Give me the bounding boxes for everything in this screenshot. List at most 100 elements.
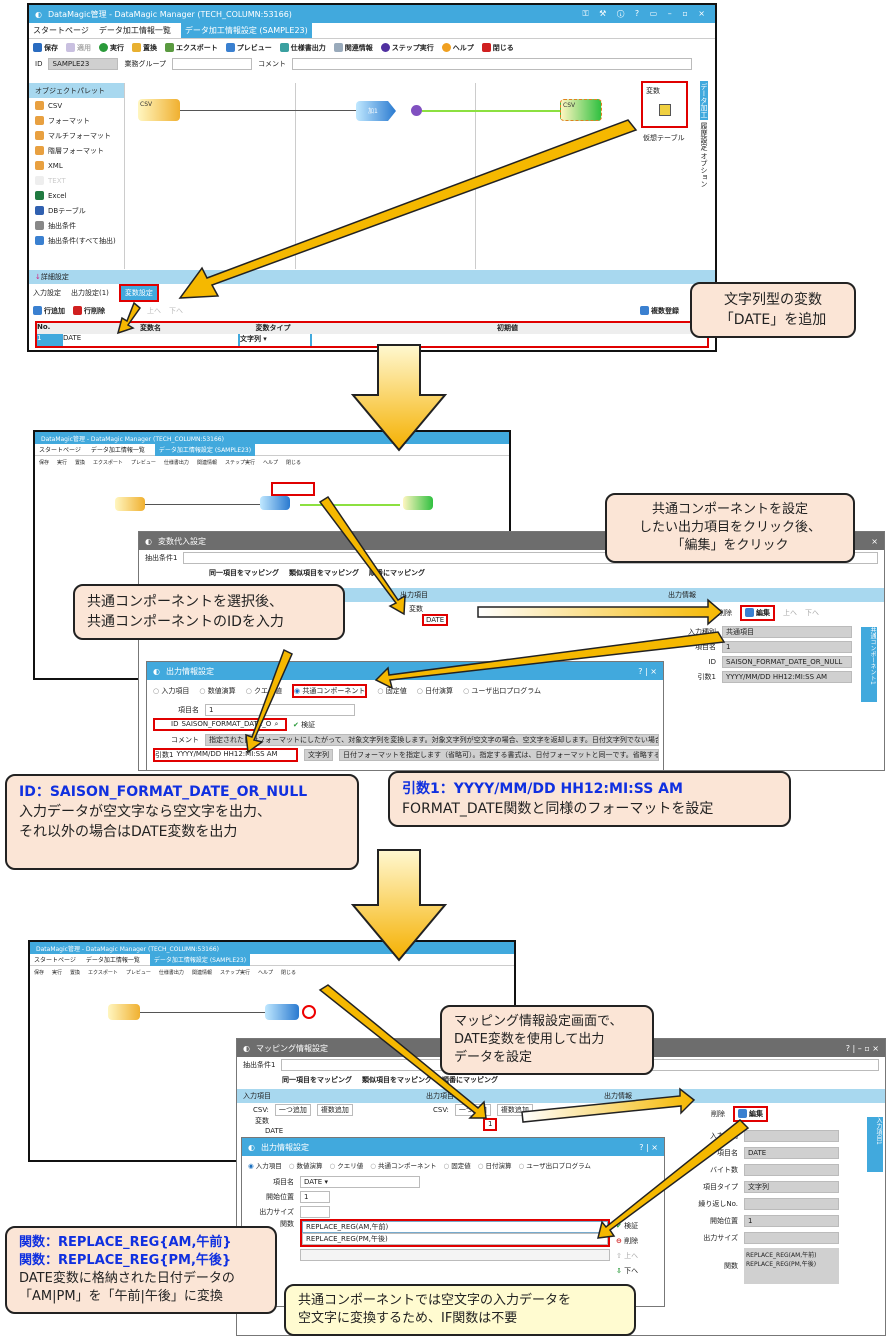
map-same-button[interactable]: 同一項目をマッピング <box>209 568 279 577</box>
replace-button[interactable]: 置換 <box>132 43 157 53</box>
save-button[interactable]: 保存 <box>33 43 58 53</box>
tab-variable-settings[interactable]: 変数設定 <box>118 284 159 302</box>
variable-node-highlight[interactable] <box>271 482 315 496</box>
tree-variables[interactable]: 変数 <box>409 605 423 613</box>
side-tab-common-component[interactable]: 共通コンポーネント1 <box>861 627 877 702</box>
argument1-input[interactable]: YYYY/MM/DD HH12:MI:SS AM <box>176 749 278 758</box>
help-button[interactable]: ヘルプ <box>441 43 474 53</box>
add-multi-button[interactable]: 複数追加 <box>316 1103 353 1116</box>
edit-button[interactable]: 編集 <box>740 604 775 621</box>
apply-button[interactable]: 適用 <box>66 43 91 53</box>
down-button[interactable]: 下へ <box>169 306 183 315</box>
up-button[interactable]: ⇧ 上へ <box>616 1252 639 1260</box>
input-item-date[interactable]: DATE <box>265 1127 284 1135</box>
add-row-button[interactable]: 行追加 <box>33 306 65 316</box>
delete-row-button[interactable]: 行削除 <box>73 306 105 316</box>
variables-panel[interactable]: 変数 <box>641 81 688 128</box>
palette-item[interactable]: CSV <box>29 98 124 113</box>
variable-type-select[interactable]: 文字列 ▾ <box>240 334 310 346</box>
edit-button[interactable]: 編集 <box>733 1105 768 1122</box>
tree-variables[interactable]: 変数 <box>255 1117 269 1125</box>
palette-item[interactable]: DBテーブル <box>29 203 124 218</box>
close-button[interactable]: 閉じる <box>481 43 514 53</box>
verify-button[interactable]: ✔ 検証 <box>616 1222 639 1230</box>
palette-item[interactable]: 階層フォーマット <box>29 143 124 158</box>
output-size-input[interactable] <box>300 1205 330 1218</box>
multi-register-button[interactable]: 複数登録 <box>640 306 679 316</box>
map-same-button[interactable]: 同一項目をマッピング <box>282 1076 352 1084</box>
add-one-button[interactable]: 一つ追加 <box>454 1103 491 1116</box>
dialog-title: 変数代入設定 <box>157 536 206 546</box>
side-vertical-tabs[interactable]: データ加工 履歴設定 オプション <box>700 81 708 188</box>
search-icon[interactable]: ⌕ <box>274 720 279 728</box>
window-controls[interactable]: ? | – ▫ × <box>845 1043 879 1053</box>
preview-button[interactable]: プレビュー <box>225 43 272 53</box>
process-node[interactable]: 加1 <box>356 101 396 121</box>
up-button[interactable]: 上へ <box>147 306 161 315</box>
map-order-button[interactable]: 順番にマッピング <box>369 568 425 577</box>
up-button[interactable]: 上へ <box>783 608 797 617</box>
item-name-select[interactable]: 1 <box>205 703 355 716</box>
mapping-icon[interactable] <box>411 105 422 116</box>
output-info-dialog-2: ◐出力情報設定? | × 入力項目数値演算クエリ値共通コンポーネント固定値日付演… <box>241 1137 665 1307</box>
down-button[interactable]: ⇩ 下へ <box>616 1267 639 1275</box>
tab-output-settings[interactable]: 出力設定(1) <box>71 289 109 297</box>
down-button[interactable]: 下へ <box>805 608 819 617</box>
close-icon[interactable]: ? | × <box>638 666 657 676</box>
run-button[interactable]: 実行 <box>99 43 124 53</box>
delete-button[interactable]: ⊖ 削除 <box>616 1237 639 1245</box>
function-list[interactable]: REPLACE_REG(AM,午前)REPLACE_REG(PM,午後) <box>300 1219 610 1247</box>
mapping-icon-highlight[interactable] <box>302 1005 316 1019</box>
palette-item[interactable]: マルチフォーマット <box>29 128 124 143</box>
close-icon[interactable]: × <box>871 536 878 546</box>
add-one-button[interactable]: 一つ追加 <box>274 1103 311 1116</box>
connector-line <box>180 110 356 111</box>
dialog-title: 出力情報設定 <box>260 1142 309 1152</box>
tab-input-settings[interactable]: 入力設定 <box>33 289 61 297</box>
csv-output-node[interactable]: CSV <box>560 99 602 121</box>
type-radio-group[interactable]: 入力項目数値演算クエリ値共通コンポーネント固定値日付演算ユーザ出口プログラム <box>147 680 663 702</box>
palette-title: オブジェクトパレット <box>29 83 124 98</box>
item-name-select[interactable]: DATE ▾ <box>300 1175 420 1188</box>
spec-output-button[interactable]: 仕様書出力 <box>279 43 326 53</box>
tab-settings[interactable]: データ加工情報設定 (SAMPLE23) <box>180 23 312 38</box>
output-info-dialog: ◐出力情報設定? | × 入力項目数値演算クエリ値共通コンポーネント固定値日付演… <box>146 661 664 771</box>
delete-button[interactable]: 削除 <box>711 1109 725 1118</box>
group-input[interactable] <box>172 57 253 70</box>
id-input[interactable]: SAISON_FORMAT_DATE_OR_NULL <box>181 720 272 728</box>
export-button[interactable]: エクスポート <box>165 43 218 53</box>
detail-header: ↓ 詳細設定 <box>29 270 715 284</box>
related-info-button[interactable]: 関連情報 <box>333 43 373 53</box>
close-icon[interactable]: ? | × <box>639 1142 658 1152</box>
callout-mapping-date: マッピング情報設定画面で、DATE変数を使用して出力データを設定 <box>440 1005 654 1075</box>
verify-button[interactable]: ✔ 検証 <box>293 720 316 729</box>
csv-input-node[interactable]: CSV <box>138 99 180 121</box>
canvas[interactable]: CSV 加1 CSV <box>126 83 641 269</box>
map-similar-button[interactable]: 類似項目をマッピング <box>362 1076 432 1084</box>
id-field[interactable]: SAMPLE23 <box>48 57 119 70</box>
palette-item[interactable]: 抽出条件 <box>29 218 124 233</box>
tab-start[interactable]: スタートページ <box>33 26 89 35</box>
side-tab-input-item[interactable]: 入力項目1 <box>867 1117 883 1172</box>
output-item-date[interactable]: DATE <box>422 614 449 626</box>
add-multi-button[interactable]: 複数追加 <box>496 1103 533 1116</box>
delete-button[interactable]: 削除 <box>718 608 732 617</box>
type-radio-group[interactable]: 入力項目数値演算クエリ値共通コンポーネント固定値日付演算ユーザ出口プログラム <box>242 1156 664 1174</box>
step-run-button[interactable]: ステップ実行 <box>380 43 434 53</box>
palette-item[interactable]: Excel <box>29 188 124 203</box>
palette-item[interactable]: TEXT <box>29 173 124 188</box>
palette-item[interactable]: フォーマット <box>29 113 124 128</box>
output-item-1[interactable]: 1 <box>483 1118 498 1131</box>
map-order-button[interactable]: 順番にマッピング <box>442 1076 498 1084</box>
start-position-input[interactable]: 1 <box>300 1190 330 1203</box>
window-controls[interactable]: ⚿ ⚒ ⓘ ? ▭ – ▫ × <box>582 9 709 18</box>
tab-list[interactable]: データ加工情報一覧 <box>98 26 171 35</box>
map-similar-button[interactable]: 類似項目をマッピング <box>289 568 359 577</box>
comment-input[interactable] <box>292 57 693 70</box>
palette-item[interactable]: XML <box>29 158 124 173</box>
palette-item[interactable]: 抽出条件(すべて抽出) <box>29 233 124 248</box>
